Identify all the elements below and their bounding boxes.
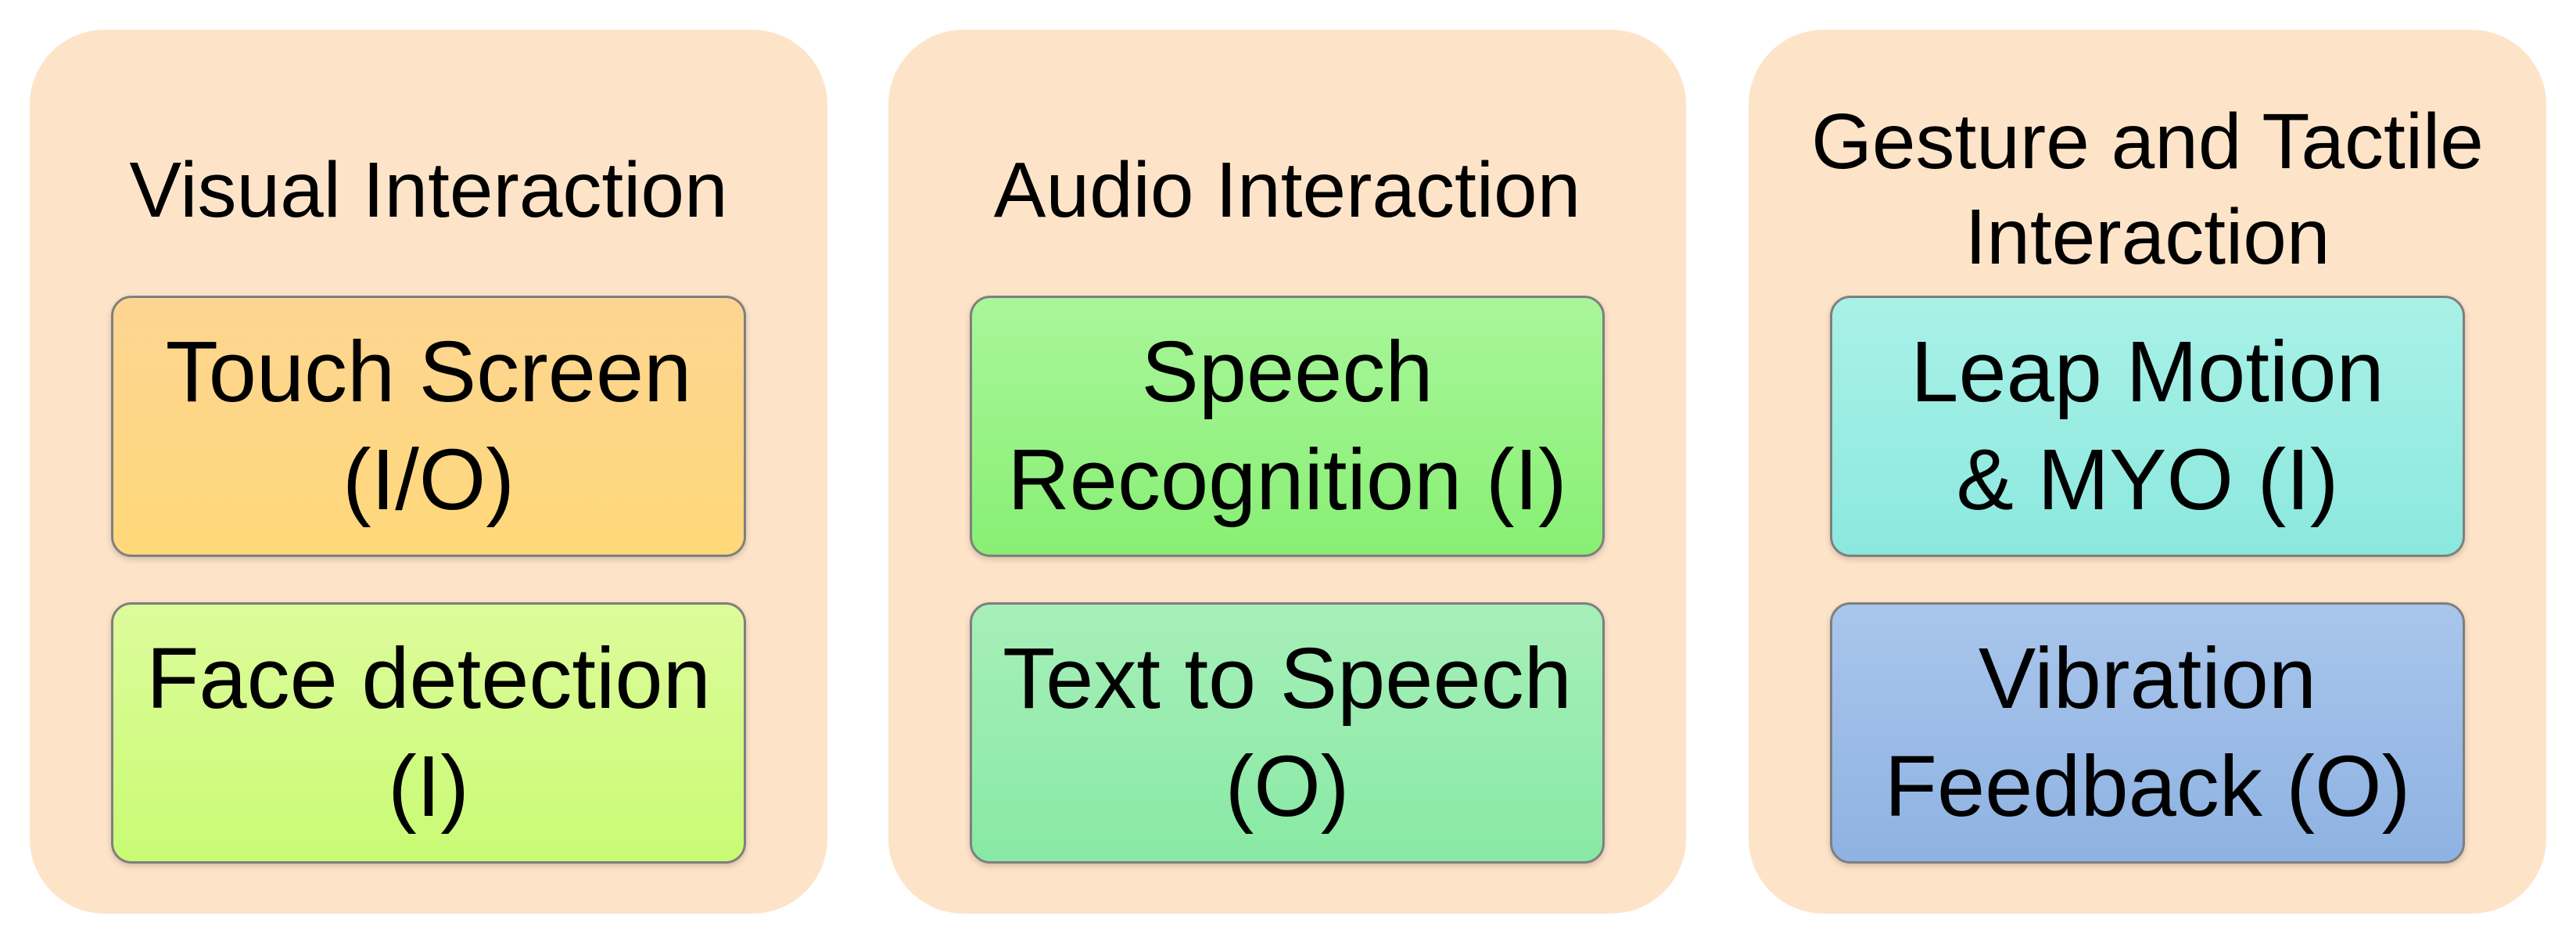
- leap-motion-myo-box: Leap Motion & MYO (I): [1830, 296, 2465, 557]
- text-to-speech-box: Text to Speech (O): [970, 602, 1605, 864]
- vibration-feedback-box: Vibration Feedback (O): [1830, 602, 2465, 864]
- face-detection-box: Face detection (I): [111, 602, 746, 864]
- visual-interaction-panel: Visual Interaction Touch Screen (I/O) Fa…: [30, 30, 827, 914]
- panel-title: Visual Interaction: [129, 146, 728, 234]
- touch-screen-box: Touch Screen (I/O): [111, 296, 746, 557]
- speech-recognition-box: Speech Recognition (I): [970, 296, 1605, 557]
- audio-interaction-panel: Audio Interaction Speech Recognition (I)…: [888, 30, 1686, 914]
- panel-title: Audio Interaction: [993, 146, 1581, 234]
- gesture-tactile-interaction-panel: Gesture and Tactile Interaction Leap Mot…: [1749, 30, 2546, 914]
- panel-title: Gesture and Tactile Interaction: [1811, 98, 2484, 281]
